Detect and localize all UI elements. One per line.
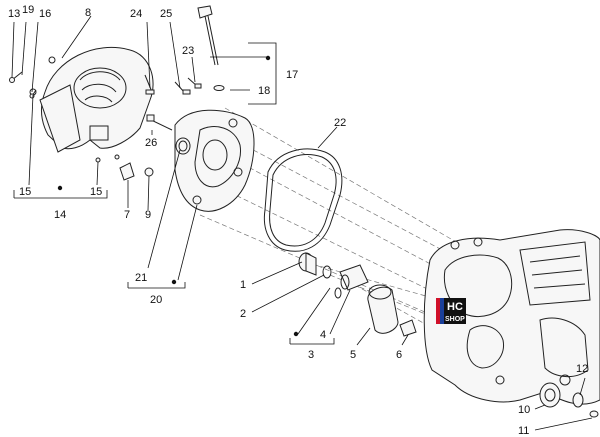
label-1: 1 bbox=[240, 279, 246, 291]
label-7: 7 bbox=[124, 209, 130, 221]
label-9: 9 bbox=[145, 209, 151, 221]
label-18: 18 bbox=[258, 85, 270, 97]
label-15-right: 15 bbox=[90, 186, 102, 198]
flywheel-cover bbox=[29, 46, 154, 153]
label-14: 14 bbox=[54, 209, 66, 221]
label-13: 13 bbox=[8, 8, 20, 20]
crankcase-bolts bbox=[144, 74, 202, 131]
label-17: 17 bbox=[286, 69, 298, 81]
label-10: 10 bbox=[518, 404, 530, 416]
group-brackets bbox=[13, 42, 335, 345]
cover-gasket bbox=[263, 148, 343, 252]
logo-line-2: SHOP bbox=[445, 316, 465, 323]
label-19: 19 bbox=[22, 4, 34, 16]
label-3: 3 bbox=[308, 349, 314, 361]
label-15-left: 15 bbox=[19, 186, 31, 198]
label-26: 26 bbox=[145, 137, 157, 149]
crankcase-cover bbox=[174, 109, 255, 212]
leader-lines bbox=[11, 15, 593, 431]
part-labels: 13 19 16 8 24 25 23 17 18 22 26 15 15 14… bbox=[8, 4, 588, 437]
logo-line-1: HC bbox=[447, 301, 463, 313]
engine-crankcase bbox=[423, 229, 600, 418]
label-5: 5 bbox=[350, 349, 356, 361]
label-23: 23 bbox=[182, 45, 194, 57]
label-20: 20 bbox=[150, 294, 162, 306]
label-22: 22 bbox=[334, 117, 346, 129]
oil-filter-assembly bbox=[298, 252, 417, 337]
label-21: 21 bbox=[135, 272, 147, 284]
hc-shop-logo: HC SHOP bbox=[436, 298, 466, 324]
label-8: 8 bbox=[85, 7, 91, 19]
label-2: 2 bbox=[240, 308, 246, 320]
label-11: 11 bbox=[518, 425, 529, 437]
oil-dipstick bbox=[197, 5, 225, 91]
label-16: 16 bbox=[39, 8, 51, 20]
bullet-dots bbox=[57, 55, 299, 337]
label-12: 12 bbox=[576, 363, 588, 375]
label-25: 25 bbox=[160, 8, 172, 20]
breather-fittings bbox=[119, 162, 154, 181]
label-24: 24 bbox=[130, 8, 142, 20]
label-6: 6 bbox=[396, 349, 402, 361]
label-4: 4 bbox=[320, 329, 326, 341]
